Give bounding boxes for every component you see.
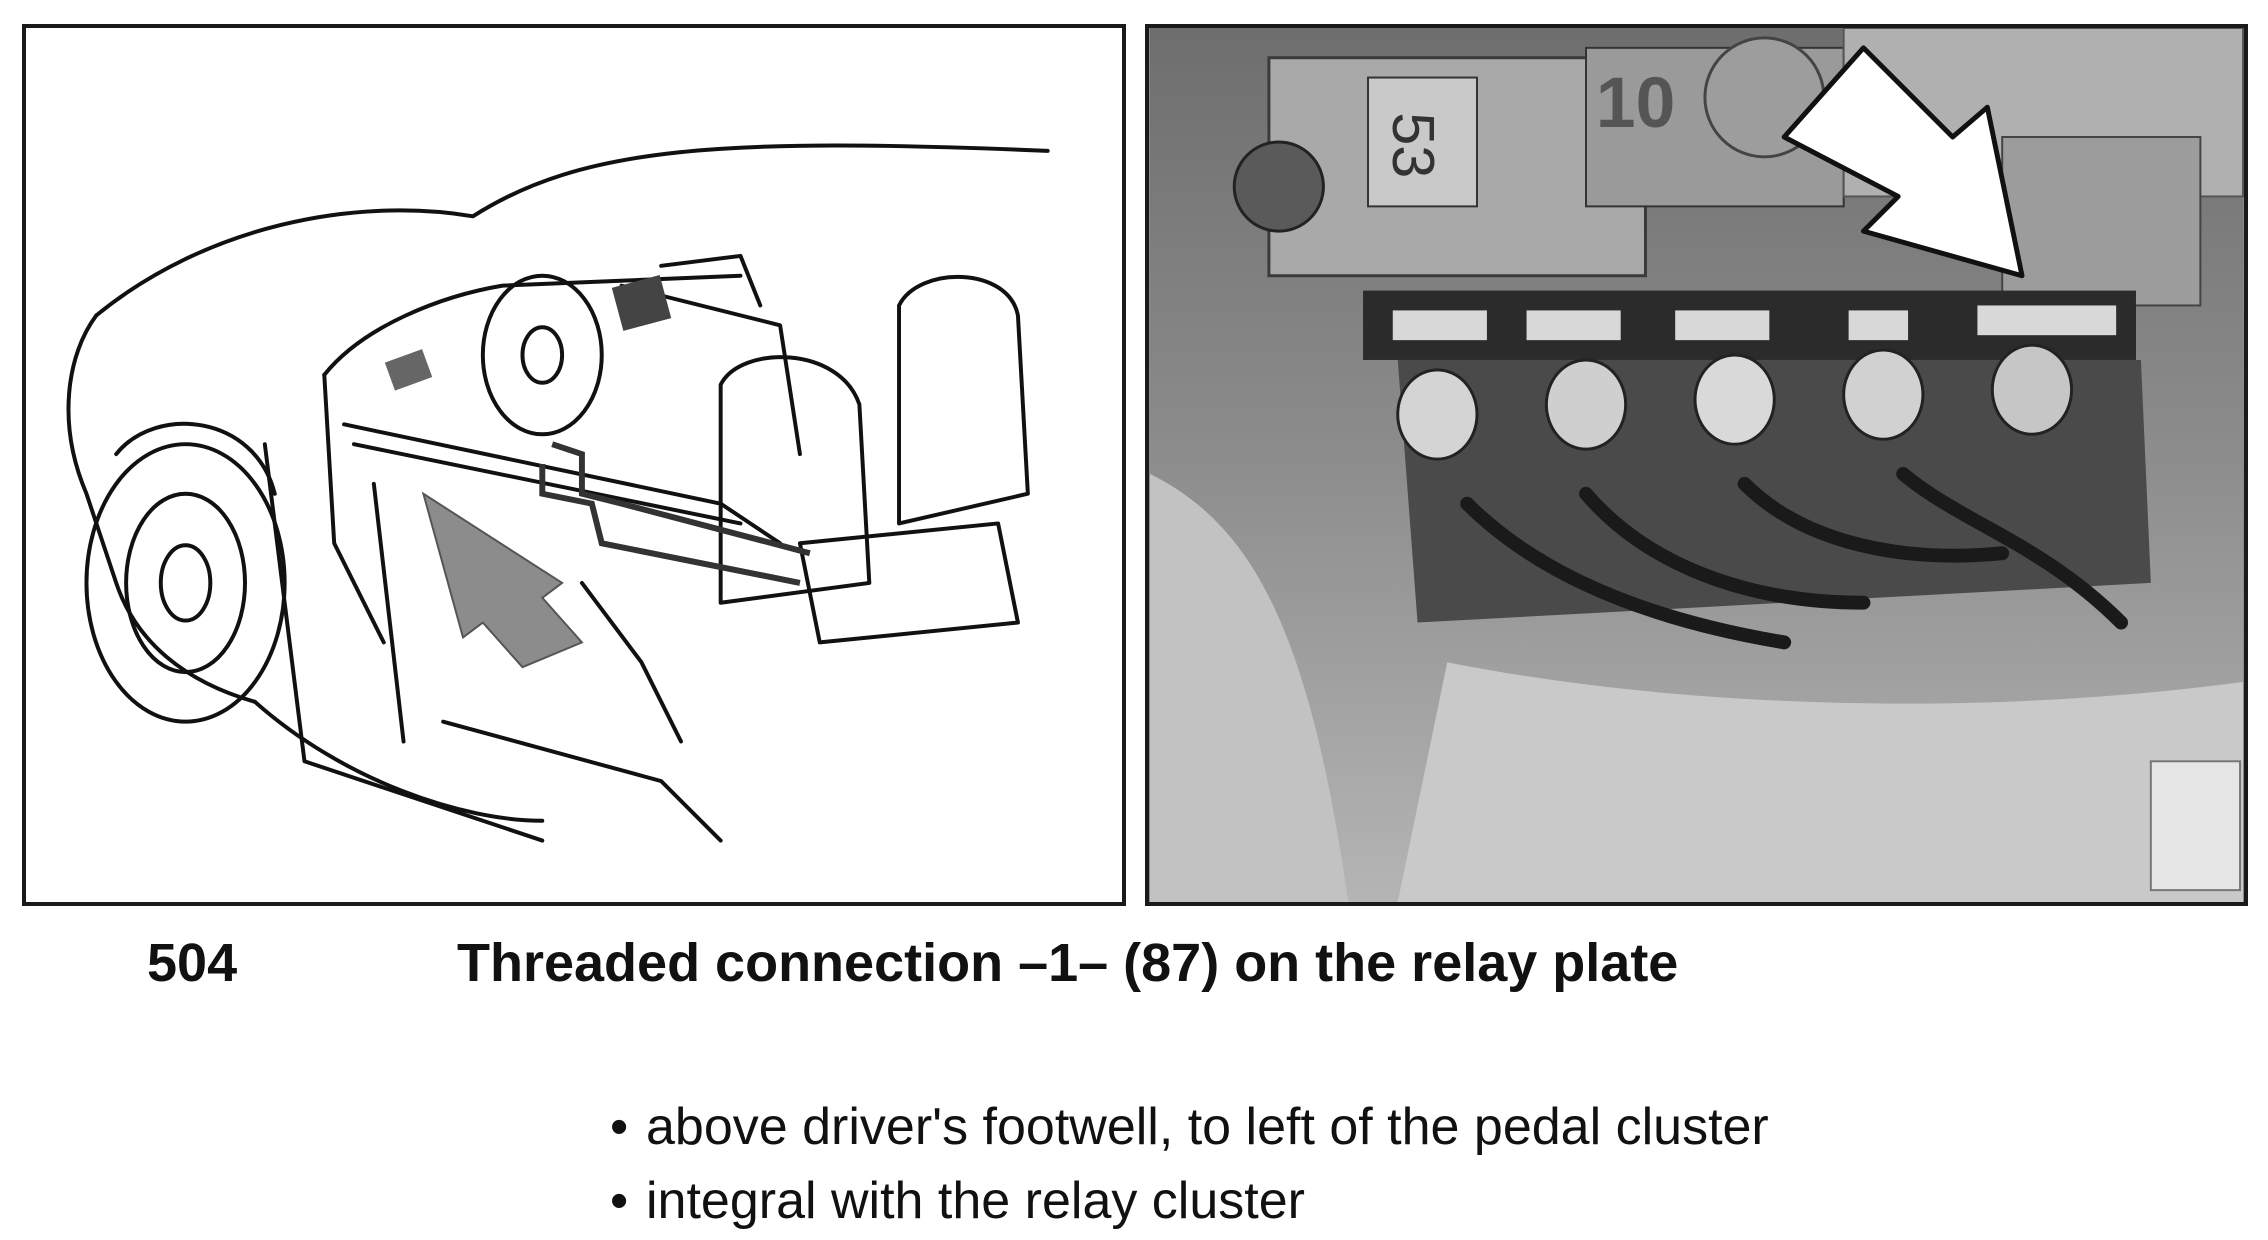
bullet-text: above driver's footwell, to left of the …: [646, 1098, 1769, 1156]
figure-title: Threaded connection –1– (87) on the rela…: [457, 933, 1679, 993]
car-interior-drawing: [66, 143, 1050, 843]
bullet-icon: •: [610, 1098, 629, 1156]
photo-label-10: 10: [1596, 63, 1675, 143]
relay-plate-image: 53 10: [1150, 28, 2244, 902]
car-interior-illustration: [22, 24, 1126, 906]
list-item: • integral with the relay cluster: [610, 1164, 1769, 1238]
location-notes: • above driver's footwell, to left of the…: [610, 1090, 1769, 1238]
relay-plate-photo: 53 10: [1145, 24, 2248, 906]
location-arrow: [421, 491, 584, 669]
photo-label-53: 53: [1380, 112, 1447, 178]
list-item: • above driver's footwell, to left of the…: [610, 1090, 1769, 1164]
terminal-arrow: [1781, 45, 2025, 279]
bullet-icon: •: [610, 1172, 629, 1230]
figure-number: 504: [147, 933, 238, 993]
bullet-text: integral with the relay cluster: [646, 1172, 1305, 1230]
